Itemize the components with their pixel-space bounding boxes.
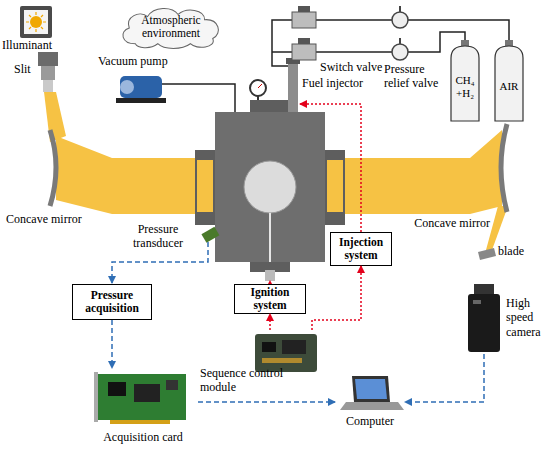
part-label: Vacuum pump — [98, 54, 178, 68]
node-label: Ignition system — [236, 286, 304, 312]
cloud-shape — [123, 8, 219, 48]
optical-window — [244, 161, 296, 213]
chamber-port — [195, 150, 215, 225]
node-label: Computer — [335, 414, 405, 428]
device-node: Computer — [335, 372, 405, 434]
gas-pipe — [316, 19, 392, 21]
relief-valve — [399, 38, 401, 44]
part-label: Switch valve — [320, 60, 384, 74]
chip — [262, 342, 276, 352]
cloud-node: Atmospheric environment — [115, 4, 227, 50]
acquisition-card — [98, 374, 186, 420]
combustion-chamber — [215, 112, 325, 262]
pressure-gauge — [250, 80, 266, 96]
part-label: Illuminant — [2, 38, 72, 52]
cylinder-body — [451, 46, 479, 121]
chip — [134, 384, 160, 402]
part-label: blade — [498, 244, 542, 258]
switch-valve — [292, 44, 316, 60]
node-label: AIR — [500, 80, 519, 93]
chip — [282, 340, 306, 354]
chamber-port — [325, 150, 345, 225]
gas-pipe — [316, 51, 392, 53]
control-line — [312, 266, 361, 330]
vacuum-pipe — [162, 84, 235, 112]
chip — [108, 382, 126, 396]
card-edge — [110, 420, 170, 424]
fuel-injector — [288, 62, 298, 112]
vacuum-pump — [120, 80, 134, 94]
node-label: High speed camera — [506, 296, 550, 339]
gauge-needle — [258, 84, 262, 88]
gas-cylinder: AIR — [492, 40, 526, 122]
knife-blade — [478, 248, 496, 260]
relief-valve — [399, 6, 401, 12]
control-line — [300, 104, 361, 232]
vacuum-pump — [120, 76, 162, 98]
part-label: Slit — [14, 62, 40, 76]
illuminant-symbol — [20, 6, 52, 38]
cylinder-body — [495, 46, 523, 121]
control-line — [269, 314, 271, 330]
signal-line — [405, 354, 484, 402]
node-label: Pressure acquisition — [74, 289, 150, 315]
camera-lens — [474, 284, 494, 294]
gas-pipe — [272, 51, 292, 53]
concave-mirror — [501, 124, 507, 212]
process-box: Ignition system — [234, 284, 306, 314]
gas-pipe — [408, 20, 509, 42]
signal-line — [111, 320, 113, 368]
slit-symbol — [38, 52, 58, 66]
laptop-base — [340, 402, 404, 410]
vacuum-pump — [116, 98, 166, 103]
slit-symbol — [43, 80, 53, 92]
gas-cylinder: CH₄ +H₂ — [448, 40, 482, 122]
relief-valve — [392, 44, 408, 60]
switch-valve — [298, 38, 310, 44]
node-label: Acquisition card — [88, 430, 198, 444]
part-label: Fuel injector — [302, 76, 364, 90]
laptop-screen — [355, 379, 387, 399]
pressure-transducer — [201, 227, 219, 243]
camera-detail — [473, 300, 481, 304]
concave-mirror — [50, 130, 56, 206]
optical-window — [327, 160, 343, 212]
light-beam — [44, 92, 66, 142]
lamp-rays — [26, 12, 46, 32]
part-label: Concave mirror — [410, 216, 490, 230]
part-label: Concave mirror — [6, 212, 96, 226]
electrode — [269, 213, 271, 262]
slit-symbol — [41, 66, 55, 80]
laptop-screen — [352, 376, 390, 402]
high-speed-camera — [468, 294, 500, 352]
signal-line — [198, 401, 335, 403]
node-label: Sequence control module — [200, 366, 300, 394]
optical-window — [197, 160, 213, 212]
switch-valve — [292, 12, 316, 28]
part-label: Pressure relief valve — [384, 62, 446, 90]
illuminant-symbol — [24, 10, 48, 34]
card-bracket — [94, 372, 98, 422]
connector — [262, 358, 302, 363]
relief-valve — [392, 12, 408, 28]
device-node: Sequence control module — [200, 330, 320, 396]
part-label: Pressure transducer — [118, 222, 198, 250]
device-node: Acquisition card — [88, 368, 198, 446]
node-label: Injection system — [332, 236, 390, 262]
process-box: Pressure acquisition — [72, 284, 152, 320]
chamber-port — [250, 100, 290, 112]
spark-plug — [265, 270, 275, 281]
switch-valve — [298, 6, 310, 12]
node-label: CH₄ +H₂ — [451, 74, 479, 100]
device-node: High speed camera — [462, 282, 550, 354]
chip — [166, 380, 178, 390]
process-box: Injection system — [330, 232, 392, 266]
lamp-symbol — [30, 16, 42, 28]
node-label: Atmospheric environment — [129, 14, 213, 40]
